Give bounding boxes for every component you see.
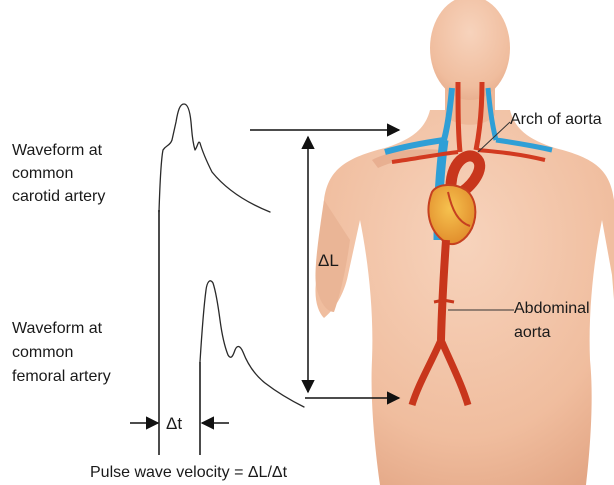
delta-t-label: Δt xyxy=(166,414,182,433)
renal-branch-right xyxy=(443,300,454,302)
carotid-label: Waveform at common carotid artery xyxy=(12,142,107,205)
femoral-label-line-2: common xyxy=(12,344,73,361)
carotid-label-line-1: Waveform at xyxy=(12,142,103,159)
carotid-waveform xyxy=(159,104,270,212)
head xyxy=(430,0,510,100)
pulse-wave-velocity-formula: Pulse wave velocity = ΔL/Δt xyxy=(90,464,288,481)
femoral-label: Waveform at common femoral artery xyxy=(12,320,111,385)
carotid-label-line-3: carotid artery xyxy=(12,188,105,205)
human-torso-illustration xyxy=(315,0,614,485)
femoral-waveform xyxy=(200,281,304,407)
waveforms xyxy=(159,104,304,407)
arch-of-aorta-label: Arch of aorta xyxy=(510,111,602,128)
abdominal-label-line-1: Abdominal xyxy=(514,300,590,317)
delta-l-label: ΔL xyxy=(318,251,339,270)
femoral-label-line-3: femoral artery xyxy=(12,368,111,385)
abdominal-label-line-2: aorta xyxy=(514,324,551,341)
abdominal-aorta xyxy=(441,240,446,340)
carotid-artery-left xyxy=(458,82,460,152)
carotid-label-line-2: common xyxy=(12,165,73,182)
torso-silhouette xyxy=(315,110,614,485)
femoral-label-line-1: Waveform at xyxy=(12,320,103,337)
renal-branch-left xyxy=(434,300,444,302)
